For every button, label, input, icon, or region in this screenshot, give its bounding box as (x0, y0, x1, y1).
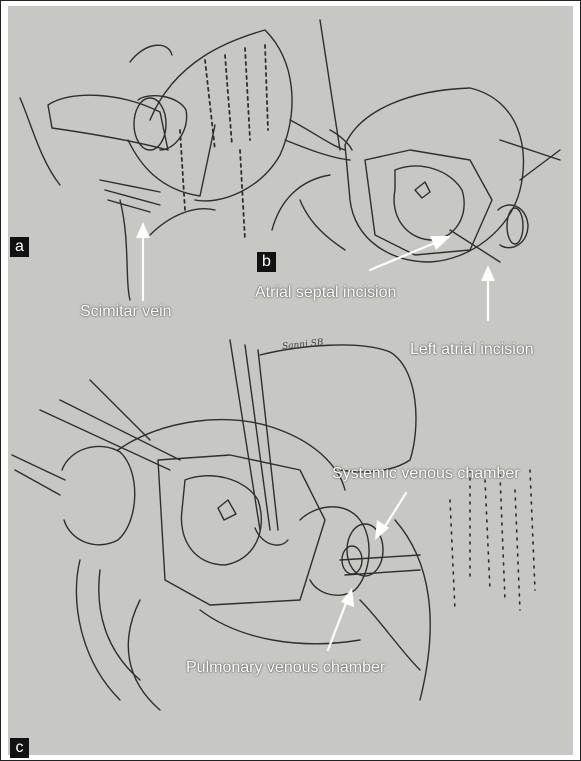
label-atrial-septal-incision: Atrial septal incision (255, 285, 396, 301)
left-atrial-incision-arrow (481, 265, 495, 320)
label-pulmonary-venous-chamber: Pulmonary venous chamber (186, 660, 385, 676)
panel-a-drawing (20, 30, 292, 300)
label-left-atrial-incision: Left atrial incision (410, 342, 534, 358)
panel-label-c: c (10, 738, 29, 758)
scimitar-vein-arrow (136, 222, 150, 300)
panel-label-a: a (10, 237, 29, 257)
label-scimitar-vein: Scimitar vein (80, 304, 172, 320)
pulmonary-venous-chamber-arrow (328, 588, 354, 650)
panel-c-drawing (12, 340, 535, 710)
panel-b-drawing (272, 20, 560, 262)
panel-label-b: b (257, 252, 276, 272)
label-systemic-venous-chamber: Systemic venous chamber (332, 466, 520, 482)
systemic-venous-chamber-arrow (375, 493, 406, 540)
